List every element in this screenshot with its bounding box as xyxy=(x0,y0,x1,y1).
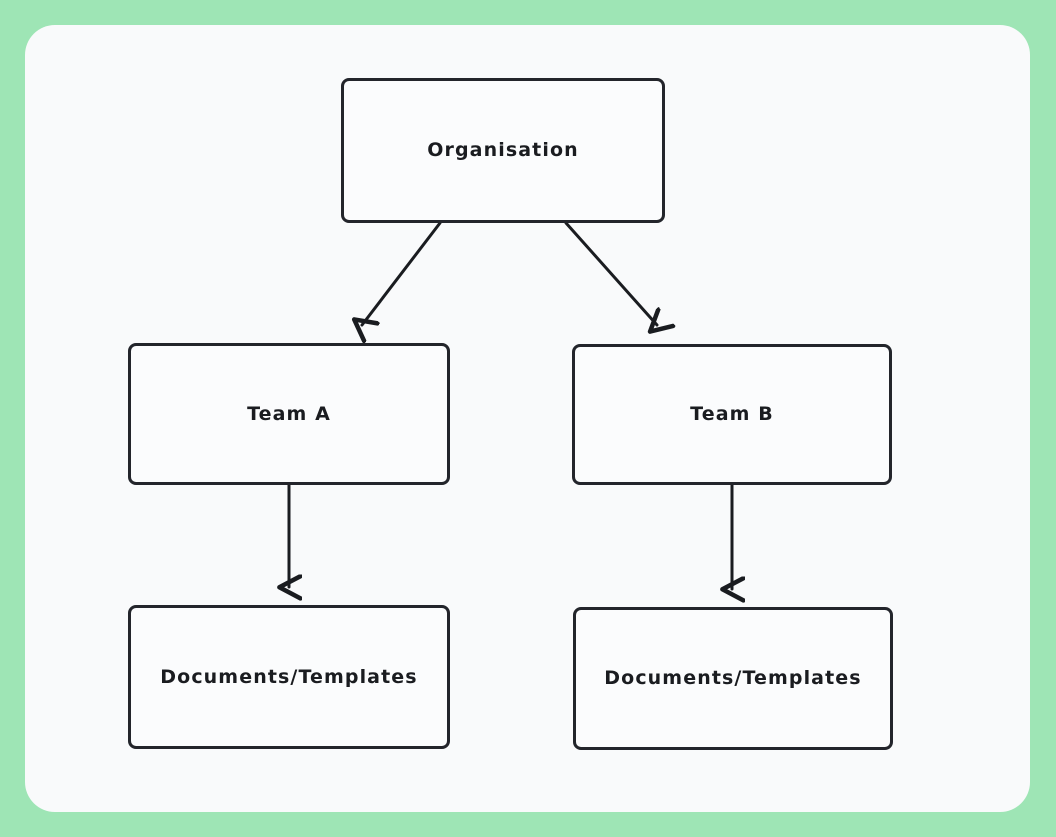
node-team-a[interactable]: Team A xyxy=(128,343,450,485)
node-documents-templates-a-label: Documents/Templates xyxy=(160,665,418,688)
node-organisation[interactable]: Organisation xyxy=(341,78,665,223)
edge-organisation-to-team-b xyxy=(564,221,657,325)
node-organisation-label: Organisation xyxy=(427,139,579,162)
node-documents-templates-b-label: Documents/Templates xyxy=(604,667,862,690)
edge-organisation-to-team-a xyxy=(362,221,442,325)
node-team-a-label: Team A xyxy=(247,402,331,425)
diagram-canvas-card: Organisation Team A Team B Documents/Tem… xyxy=(25,25,1030,812)
node-documents-templates-a[interactable]: Documents/Templates xyxy=(128,605,450,749)
node-team-b-label: Team B xyxy=(690,403,774,426)
node-documents-templates-b[interactable]: Documents/Templates xyxy=(573,607,893,750)
node-team-b[interactable]: Team B xyxy=(572,344,892,485)
